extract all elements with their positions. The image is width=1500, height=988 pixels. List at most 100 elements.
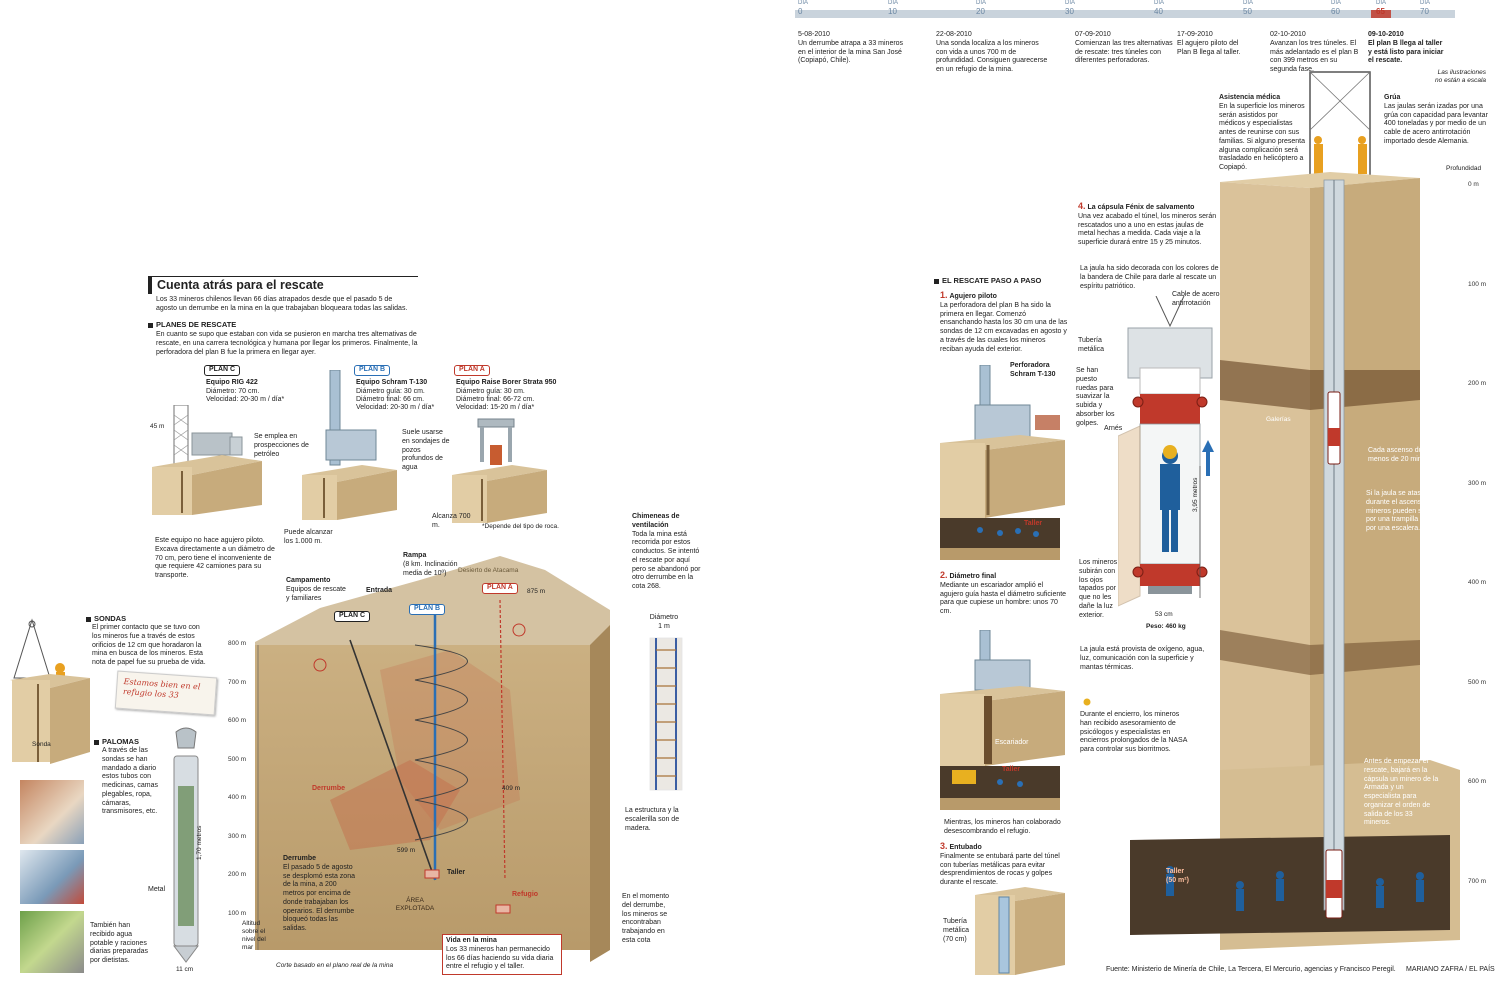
timeline-event-date: 5-08-2010: [798, 31, 830, 38]
grua-block: Grúa Las jaulas serán izadas por una grú…: [1384, 94, 1488, 147]
asistencia-text: En la superficie los mineros serán asist…: [1219, 102, 1305, 171]
photo-3: [20, 911, 84, 973]
mine-depth-label: 700 m: [228, 678, 247, 686]
step-1-title: Agujero piloto: [949, 293, 997, 300]
shaft-depth-label: 100 m: [1468, 280, 1487, 288]
plan-b-spec-1: Diámetro guía: 30 cm.: [356, 388, 425, 395]
step-4-title: La cápsula Fénix de salvamento: [1087, 204, 1195, 211]
step-4-number: 4.: [1078, 201, 1086, 211]
step-2-bottom: Mientras, los mineros han colaborado des…: [944, 819, 1061, 835]
plan-a-tag: PLAN A: [454, 365, 490, 376]
escariador-label: Escariador: [995, 739, 1029, 746]
timeline-event-date: 09-10-2010: [1368, 31, 1404, 38]
antes-note: Antes de empezar el rescate, bajará en l…: [1364, 758, 1439, 827]
timeline-day-word: DÍA: [976, 0, 987, 6]
rampa-sub: (8 km. Inclinación media de 10º): [403, 561, 458, 577]
timeline-event-text: Un derrumbe atrapa a 33 mineros en el in…: [798, 39, 904, 65]
timeline-day-word: DÍA: [888, 0, 899, 6]
oxigeno-note: La jaula está provista de oxígeno, agua,…: [1080, 646, 1205, 671]
plan-b-spec-3: Velocidad: 20-30 m / día*: [356, 404, 435, 411]
step-3-text: Finalmente se entubará parte del túnel c…: [940, 852, 1060, 886]
plan-a-spec-3: Velocidad: 15-20 m / día*: [456, 404, 535, 411]
timeline-event-text: Comienzan las tres alternativas de resca…: [1075, 39, 1173, 65]
vida-title: Vida en la mina: [446, 937, 497, 944]
photo-2: [20, 850, 84, 904]
diametro-text: Diámetro: [649, 614, 679, 621]
grua-text: Las jaulas serán izadas por una grúa con…: [1384, 102, 1488, 145]
paloma-diameter: 11 cm: [176, 966, 194, 973]
step-1-illustration: [940, 365, 1065, 560]
shaft-taller-name: Taller: [1166, 868, 1185, 875]
plan-a-spec-1: Diámetro guía: 30 cm.: [456, 388, 525, 395]
shaft-depth-label: 700 m: [1468, 877, 1487, 885]
credit-line: MARIANO ZAFRA / EL PAÍS: [1406, 966, 1495, 973]
mine-depth-label: 400 m: [228, 794, 247, 801]
plan-b-name: Equipo Schram T-130: [356, 379, 428, 386]
step-1-taller: Taller: [1024, 520, 1043, 527]
plan-c-bottom-note: Este equipo no hace agujero piloto. Exca…: [155, 537, 275, 579]
fenix-capsule: [1118, 296, 1213, 607]
paloma-metal: Metal: [148, 886, 166, 893]
source-line: Fuente: Ministerio de Minería de Chile, …: [1106, 966, 1396, 973]
timeline-day-number: 40: [1154, 6, 1163, 16]
timeline-day-word: DÍA: [1154, 0, 1165, 6]
bandera-note: La jaula ha sido decorada con los colore…: [1080, 265, 1219, 290]
d409-label: 409 m: [502, 785, 521, 792]
timeline-day-word: DÍA: [1420, 0, 1431, 6]
altitude-label: 875 m: [527, 588, 546, 595]
timeline-day-number: 0: [798, 6, 803, 16]
tuberia-capsule-label: Tubería metálica: [1078, 337, 1105, 353]
step-2: 2. Diámetro final Mediante un escariador…: [940, 570, 1068, 617]
step-2-number: 2.: [940, 570, 948, 580]
step-4-text: Una vez acabado el túnel, los mineros se…: [1078, 212, 1217, 246]
palomas-text: A través de las sondas se han mandado a …: [102, 747, 159, 816]
mine-plan-b-tag: PLAN B: [409, 604, 446, 615]
photo-1: [20, 780, 84, 844]
plan-c-height: 45 m: [150, 423, 165, 430]
cada-ascenso-note: Cada ascenso durará menos de 20 minutos.: [1368, 447, 1437, 463]
timeline-day-number: 60: [1331, 6, 1340, 16]
perforadora-label: Perforadora Schram T-130: [1010, 362, 1056, 378]
derrumbe-map-label: Derrumbe: [312, 785, 346, 792]
timeline-bar: [795, 10, 1455, 18]
page-title: Cuenta atrás para el rescate: [157, 278, 324, 292]
shaft-depth-label: 400 m: [1468, 579, 1487, 586]
step-3-number: 3.: [940, 841, 948, 851]
refugio-map-label: Refugio: [512, 891, 539, 898]
tuberia-step-label: Tubería metálica (70 cm): [943, 918, 970, 943]
mine-depth-label: 600 m: [228, 717, 247, 724]
timeline-event-date: 02-10-2010: [1270, 31, 1306, 38]
timeline-day-number: 70: [1420, 6, 1429, 16]
paloma-tube-illustration: [173, 727, 199, 963]
timeline-day-word: DÍA: [798, 0, 809, 6]
derrumbe-title: Derrumbe: [283, 855, 317, 862]
intro-text: Los 33 mineros chilenos llevan 66 días a…: [156, 296, 408, 312]
mine-plan-a-tag: PLAN A: [482, 583, 518, 594]
plan-b-tag: PLAN B: [354, 365, 391, 376]
vida-box: Vida en la mina Los 33 mineros han perma…: [442, 934, 562, 975]
derrumbe-text: El pasado 5 de agosto se desplomó esta z…: [283, 863, 355, 932]
plan-b: PLAN B Equipo Schram T-130 Diámetro guía…: [284, 365, 460, 565]
profundidad-label: Profundidad: [1446, 165, 1482, 172]
palomas-heading: PALOMAS: [94, 737, 139, 746]
shaft-taller-area: (50 m²): [1166, 876, 1189, 884]
step-2-taller: Taller: [1002, 766, 1021, 773]
plan-c-name: Equipo RIG 422: [206, 379, 258, 386]
timeline-day-number: 50: [1243, 6, 1252, 16]
taller-map-label: Taller: [447, 869, 466, 876]
plan-a-name: Equipo Raise Borer Strata 950: [456, 379, 557, 386]
galerias-label: Galerías: [1266, 416, 1291, 423]
plan-b-rig-illustration: [302, 370, 397, 520]
plan-a-rig-illustration: [452, 418, 547, 523]
timeline-event-text: El agujero piloto del Plan B llega al ta…: [1177, 39, 1241, 56]
mine-diagram: [255, 556, 610, 962]
encierro-note: Durante el encierro, los mineros han rec…: [1080, 711, 1188, 753]
